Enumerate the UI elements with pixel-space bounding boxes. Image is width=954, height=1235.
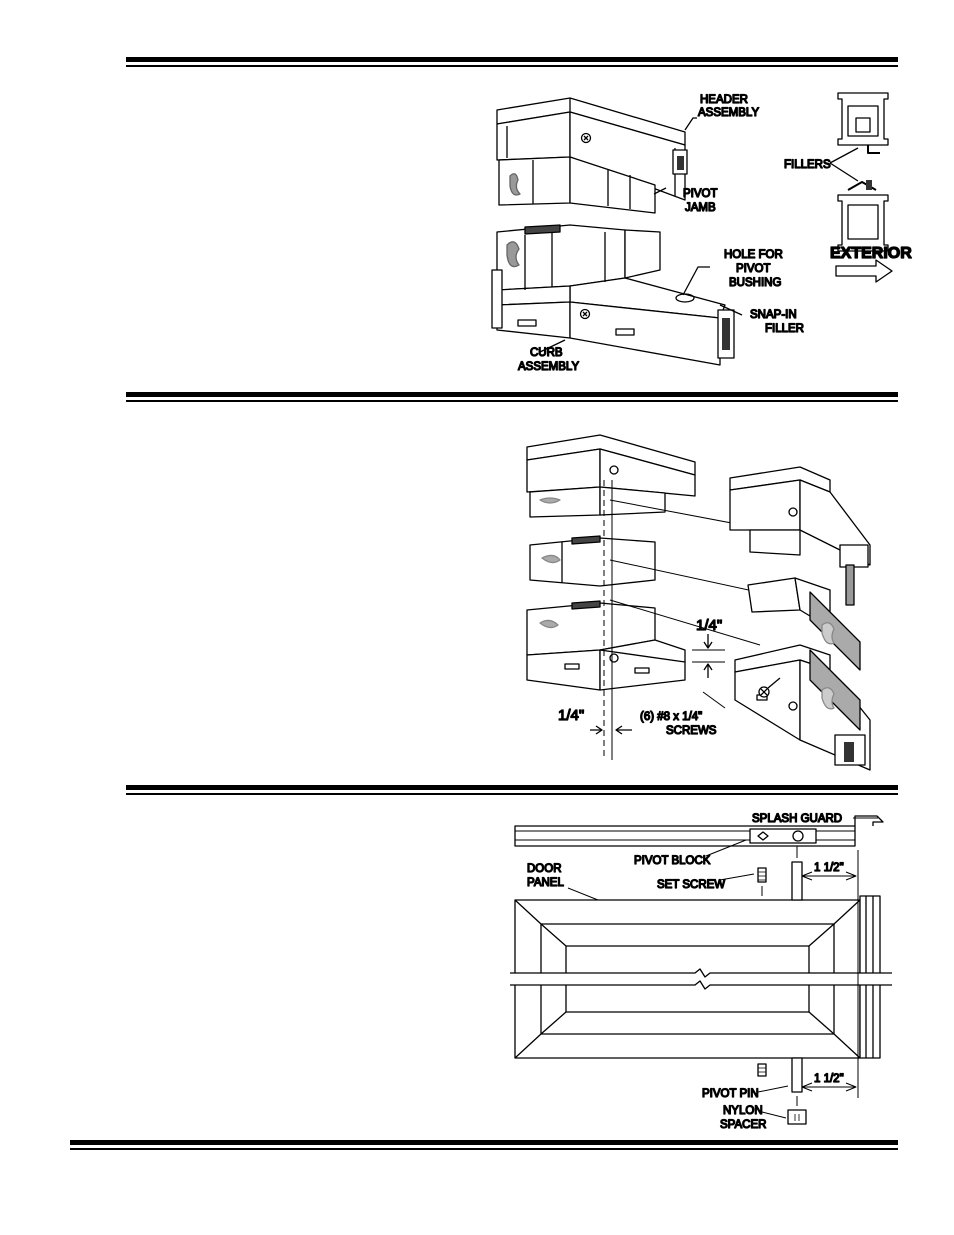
pivot-jamb-label: PIVOT xyxy=(683,188,718,200)
set-screw-bottom-icon xyxy=(758,1064,766,1076)
snap-in-filler-label: SNAP-IN xyxy=(750,309,797,321)
pivot-jamb-label-line2: JAMB xyxy=(685,202,716,214)
dimension-bottom-label: 1 1/2" xyxy=(814,1073,844,1085)
pivot-block xyxy=(750,829,816,843)
figure-header-curb-assembly xyxy=(492,93,892,365)
nylon-spacer-label-line2: SPACER xyxy=(720,1119,766,1131)
filler-profile-drawing xyxy=(838,93,888,251)
hole-for-pivot-bushing-label: HOLE FOR xyxy=(724,249,783,261)
pivot-block-label: PIVOT BLOCK xyxy=(634,855,711,867)
header-assembly-drawing xyxy=(497,98,687,213)
exterior-label: EXTERIOR xyxy=(830,245,912,262)
set-screw-icon xyxy=(758,868,766,896)
set-screw-label: SET SCREW xyxy=(657,879,725,891)
quarter-inch-vertical-dim: 1/4" xyxy=(696,617,722,634)
dimension-top-label: 1 1/2" xyxy=(814,862,844,874)
curb-assembly-drawing xyxy=(492,225,734,365)
quarter-inch-horizontal-dim: 1/4" xyxy=(558,707,584,724)
fillers-label: FILLERS xyxy=(784,159,831,171)
pivot-pin xyxy=(792,1058,802,1092)
splash-guard-label: SPLASH GUARD xyxy=(752,813,842,825)
screws-label-line2: SCREWS xyxy=(666,725,717,737)
screws-label: (6) #8 x 1/4" xyxy=(640,711,702,723)
door-panel-label: DOOR xyxy=(527,863,562,875)
header-assembly-label: HEADER xyxy=(700,94,748,106)
hole-for-pivot-bushing-label-line2: PIVOT xyxy=(736,263,771,275)
nylon-spacer-label: NYLON xyxy=(723,1105,763,1117)
curb-assembly-label: CURB xyxy=(530,347,563,359)
hole-for-pivot-bushing-label-line3: BUSHING xyxy=(729,277,781,289)
exterior-arrow-icon xyxy=(836,260,892,282)
door-panel-label-line2: PANEL xyxy=(527,877,564,889)
header-assembly-label-line2: ASSEMBLY xyxy=(698,107,759,119)
snap-in-filler-label-line2: FILLER xyxy=(765,323,804,335)
curb-assembly-label-line2: ASSEMBLY xyxy=(518,361,579,373)
nylon-spacer xyxy=(788,1110,806,1124)
pivot-pin-label: PIVOT PIN xyxy=(702,1088,759,1100)
